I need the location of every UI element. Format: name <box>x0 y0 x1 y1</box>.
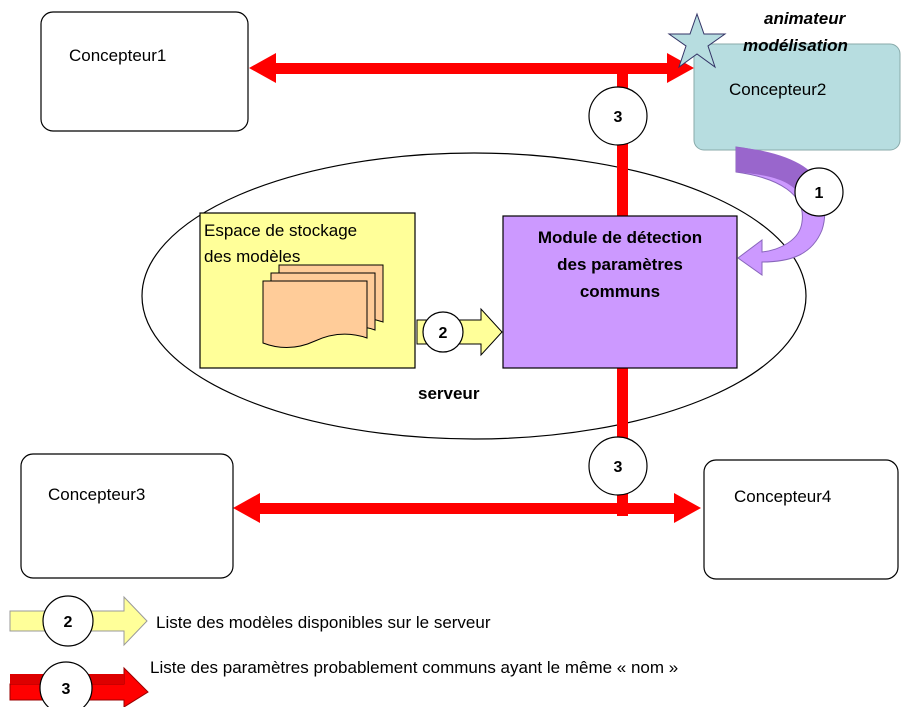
red-arrow-bottom <box>233 493 701 523</box>
concepteur2-box: Concepteur2 <box>693 43 901 151</box>
storage-label-line2: des modèles <box>204 247 300 266</box>
badge-3-bottom-label: 3 <box>614 459 623 476</box>
concepteur4-box: Concepteur4 <box>703 459 899 580</box>
badge-2-circle <box>422 311 464 353</box>
module-label-line1: Module de détection <box>538 228 702 247</box>
concepteur3-box: Concepteur3 <box>20 453 234 579</box>
module-label-line2: des paramètres <box>557 255 683 274</box>
module-box: Module de détection des paramètres commu… <box>502 215 738 369</box>
animateur-label-line1: animateur <box>764 9 847 28</box>
storage-label-line1: Espace de stockage <box>204 221 357 240</box>
concepteur2-label: Concepteur2 <box>729 80 826 99</box>
badge-3-bottom-circle <box>588 436 648 496</box>
document-stack-icon <box>262 264 384 348</box>
badge-2-label: 2 <box>439 325 448 342</box>
legend-badge-3-label: 3 <box>62 681 71 698</box>
legend-item-2-text: Liste des modèles disponibles sur le ser… <box>156 613 491 632</box>
module-label-line3: communs <box>580 282 660 301</box>
red-arrow-top <box>249 53 694 83</box>
server-label: serveur <box>418 384 480 403</box>
legend-item-3: 3 Liste des paramètres probablement comm… <box>9 658 678 707</box>
badge-3-top-label: 3 <box>614 109 623 126</box>
legend-badge-2-label: 2 <box>64 614 73 631</box>
concepteur1-box: Concepteur1 <box>40 11 249 132</box>
concepteur4-label: Concepteur4 <box>734 487 831 506</box>
legend-badge-2-circle <box>42 595 94 647</box>
legend-badge-3-circle <box>39 661 93 707</box>
animateur-label-line2: modélisation <box>743 36 848 55</box>
badge-1-circle <box>794 167 844 217</box>
badge-1-label: 1 <box>815 185 824 202</box>
concepteur3-label: Concepteur3 <box>48 485 145 504</box>
legend-item-3-text: Liste des paramètres probablement commun… <box>150 658 678 677</box>
star-icon <box>667 12 727 69</box>
badge-3-top-circle <box>588 86 648 146</box>
legend-item-2: 2 Liste des modèles disponibles sur le s… <box>9 595 491 647</box>
concepteur1-label: Concepteur1 <box>69 46 166 65</box>
